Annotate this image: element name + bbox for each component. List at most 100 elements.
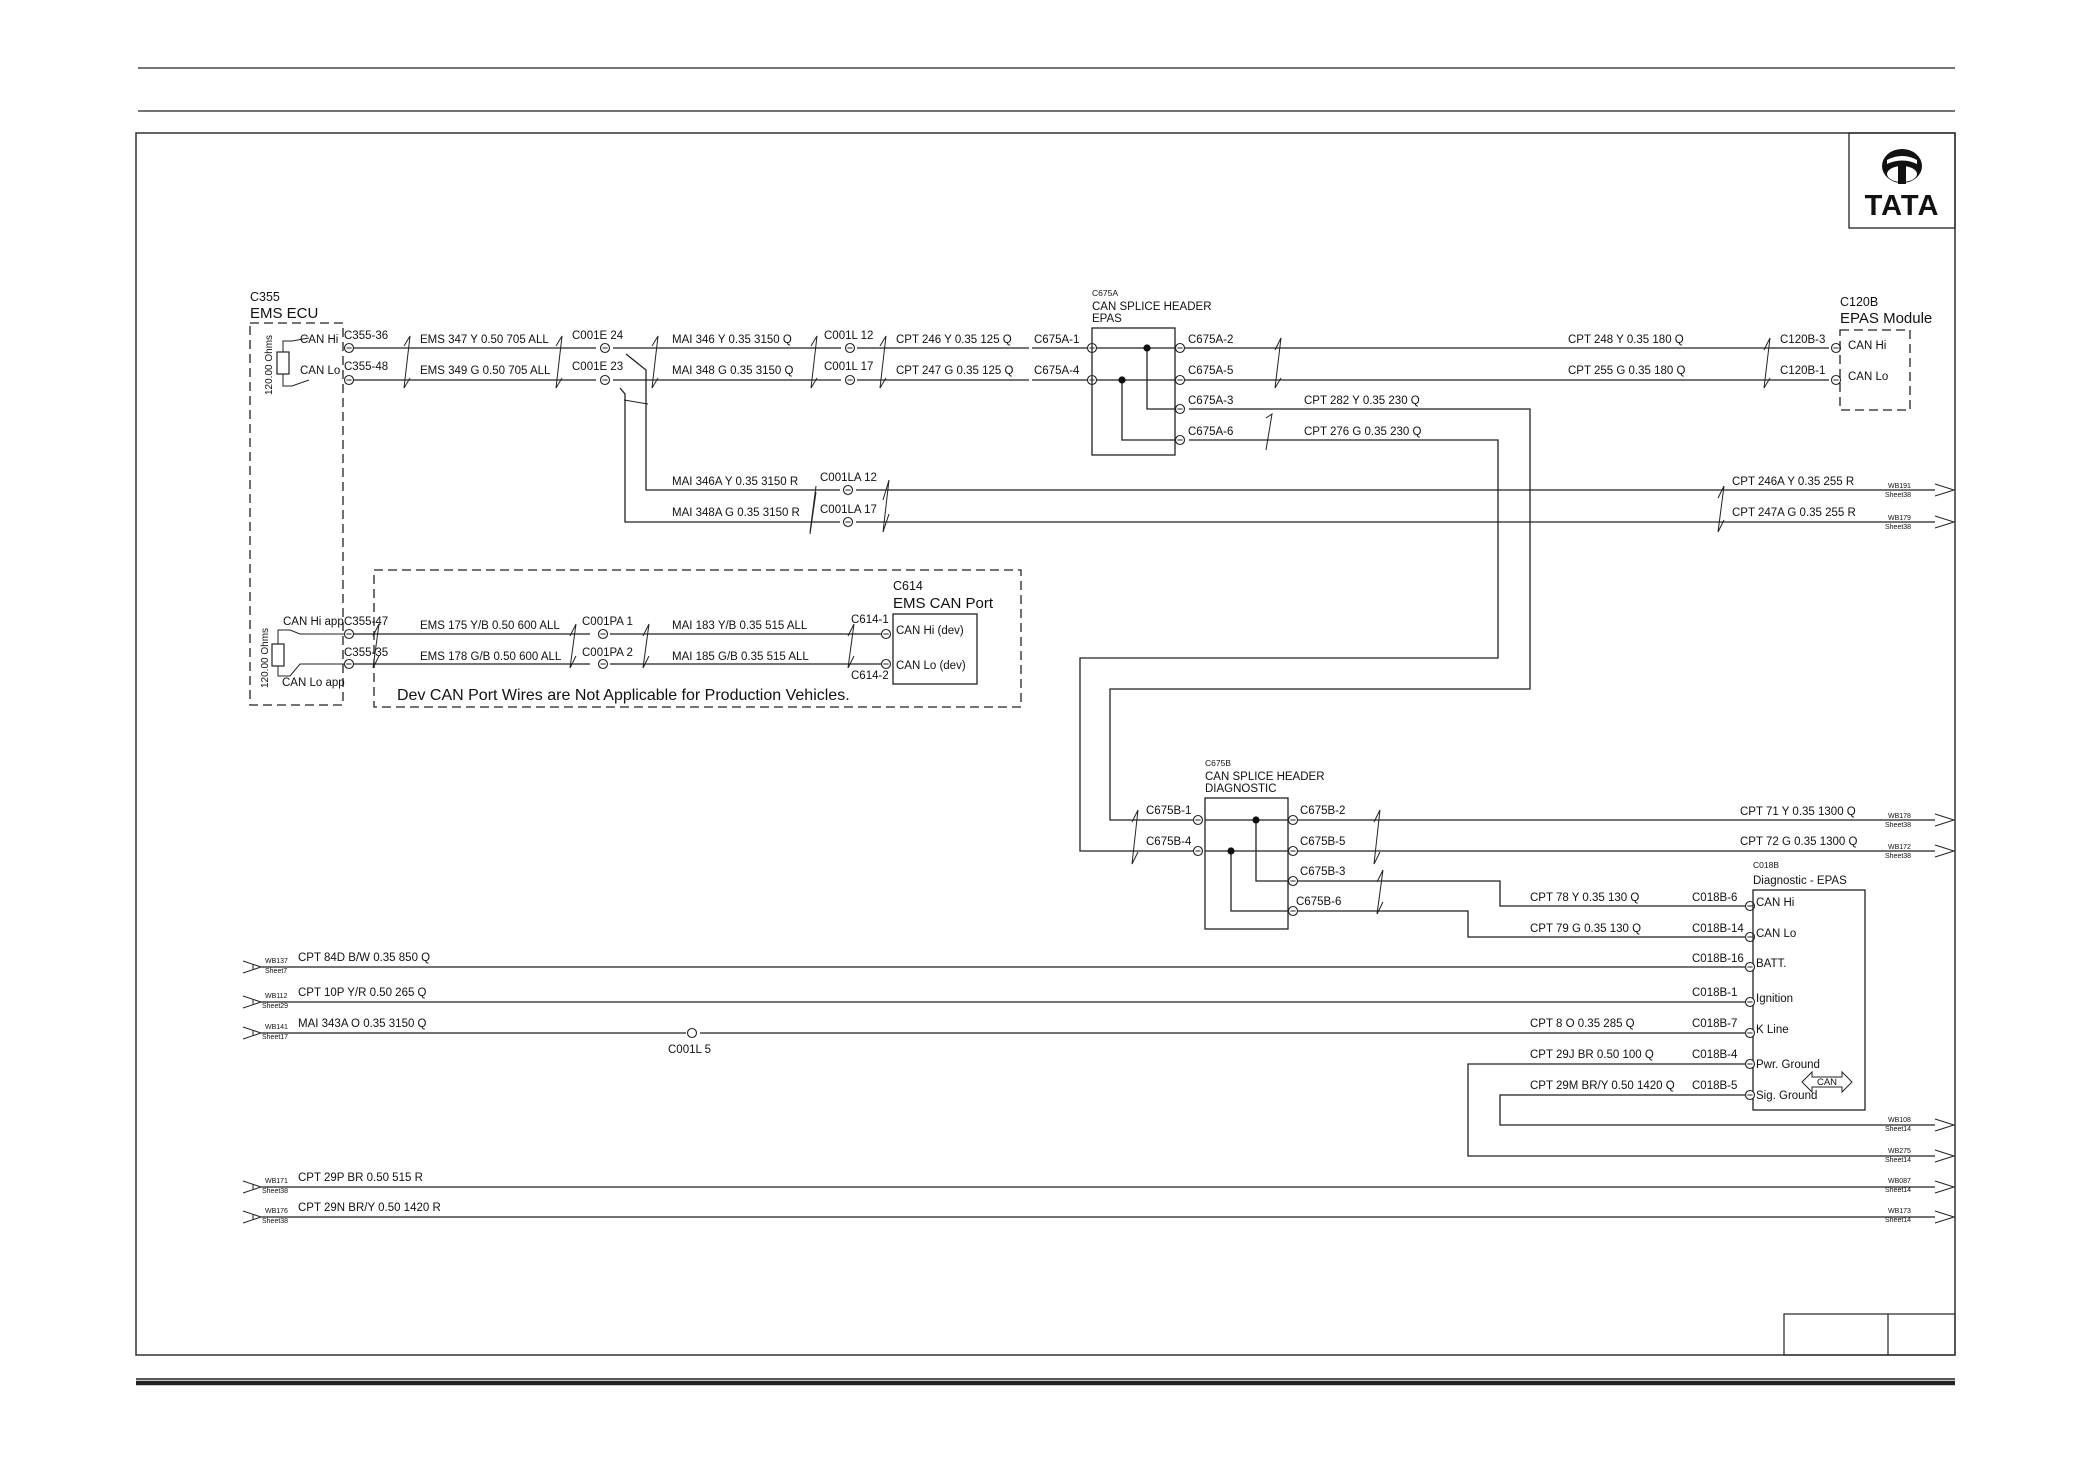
- wire-29m: CPT 29M BR/Y 0.50 1420 Q: [1530, 1080, 1675, 1092]
- diag-id: C018B: [1753, 860, 1779, 870]
- ems-can-port-id: C614: [893, 579, 923, 593]
- offpage-refs-upper: WB191 Sheet38 WB179 Sheet38: [1885, 483, 1956, 531]
- wire-29n: CPT 29N BR/Y 0.50 1420 R: [298, 1202, 441, 1214]
- wire-276: CPT 276 G 0.35 230 Q: [1304, 426, 1421, 438]
- pin-can-hi: CAN Hi: [300, 334, 338, 346]
- splice-a-id: C675A: [1092, 288, 1118, 298]
- term-c614-1: C614-1: [851, 614, 889, 626]
- wire-347: EMS 347 Y 0.50 705 ALL: [420, 334, 549, 346]
- ref-wb112-sheet: Sheet29: [262, 1003, 288, 1010]
- pin-c675b-1: C675B-1: [1146, 805, 1191, 817]
- ref-wb172-code: WB172: [1888, 844, 1911, 851]
- term-c018b-7: C018B-7: [1692, 1018, 1737, 1030]
- ref-wb171-code: WB171: [265, 1178, 288, 1185]
- wire-84d: CPT 84D B/W 0.35 850 Q: [298, 952, 430, 964]
- tata-logo: TATA: [1848, 132, 1956, 229]
- diag-pin-pwr-ground: Pwr. Ground: [1756, 1059, 1820, 1071]
- wire-185: MAI 185 G/B 0.35 515 ALL: [672, 651, 809, 663]
- term-c018b-16: C018B-16: [1692, 953, 1744, 965]
- wire-349: EMS 349 G 0.50 705 ALL: [420, 365, 551, 377]
- diag-pin-can-lo: CAN Lo: [1756, 928, 1796, 940]
- wire-246a: CPT 246A Y 0.35 255 R: [1732, 476, 1854, 488]
- diagnostic-connector: C018B Diagnostic - EPAS CAN Hi CAN Lo BA…: [1692, 860, 1866, 1111]
- wire-78: CPT 78 Y 0.35 130 Q: [1530, 892, 1639, 904]
- ref-wb173-sheet: Sheet14: [1885, 1217, 1911, 1224]
- wire-246: CPT 246 Y 0.35 125 Q: [896, 334, 1012, 346]
- ref-wb087-sheet: Sheet14: [1885, 1187, 1911, 1194]
- ems-can-port-hi: CAN Hi (dev): [896, 625, 964, 637]
- conn-c001l-12: C001L 12: [824, 330, 873, 342]
- ref-wb141-code: WB141: [265, 1024, 288, 1031]
- ref-wb179-sheet: Sheet38: [1885, 524, 1911, 531]
- ems-can-port-lo: CAN Lo (dev): [896, 660, 966, 672]
- diag-pin-can-hi: CAN Hi: [1756, 897, 1794, 909]
- pin-c675b-4: C675B-4: [1146, 836, 1192, 848]
- ems-can-port-name: EMS CAN Port: [893, 595, 994, 612]
- ref-wb191-sheet: Sheet38: [1885, 492, 1911, 499]
- pin-can-hi-app: CAN Hi app: [283, 616, 344, 628]
- ref-wb275-code: WB275: [1888, 1148, 1911, 1155]
- conn-c001la-12: C001LA 12: [820, 472, 877, 484]
- pin-c675b-3: C675B-3: [1300, 866, 1345, 878]
- pin-c675b-6: C675B-6: [1296, 896, 1341, 908]
- lower-wires: CPT 84D B/W 0.35 850 Q CPT 10P Y/R 0.50 …: [242, 952, 1956, 1164]
- conn-c001la-17: C001LA 17: [820, 504, 877, 516]
- ref-wb176-code: WB176: [265, 1208, 288, 1215]
- pin-c675a-3: C675A-3: [1188, 395, 1233, 407]
- splice-b-title: CAN SPLICE HEADER: [1205, 771, 1325, 783]
- epas-can-lo: CAN Lo: [1848, 371, 1888, 383]
- term-c614-2: C614-2: [851, 670, 889, 682]
- ems-ecu-id: C355: [250, 290, 280, 304]
- splice-a-sub: EPAS: [1092, 313, 1122, 325]
- ref-wb173-code: WB173: [1888, 1208, 1911, 1215]
- ref-wb179-code: WB179: [1888, 515, 1911, 522]
- epas-can-hi: CAN Hi: [1848, 340, 1886, 352]
- wire-71: CPT 71 Y 0.35 1300 Q: [1740, 806, 1856, 818]
- diag-name: Diagnostic - EPAS: [1753, 875, 1847, 887]
- splice-header-epas: C675A CAN SPLICE HEADER EPAS C675A-1 C67…: [1034, 288, 1233, 456]
- epas-id: C120B: [1840, 295, 1878, 309]
- pin-c675a-6: C675A-6: [1188, 426, 1233, 438]
- conn-c001pa-1: C001PA 1: [582, 616, 633, 628]
- resistor-bottom-label: 120.00 Ohms: [260, 628, 271, 688]
- ref-wb108-code: WB108: [1888, 1117, 1911, 1124]
- term-c120b-1: C120B-1: [1780, 365, 1825, 377]
- conn-c001pa-2: C001PA 2: [582, 647, 633, 659]
- ref-wb191-code: WB191: [1888, 483, 1911, 490]
- can-main-wires: [349, 335, 1935, 852]
- pin-c675a-4: C675A-4: [1034, 365, 1080, 377]
- wire-346a: MAI 346A Y 0.35 3150 R: [672, 476, 798, 488]
- ref-wb171-sheet: Sheet38: [262, 1188, 288, 1195]
- wire-248: CPT 248 Y 0.35 180 Q: [1568, 334, 1684, 346]
- term-c120b-3: C120B-3: [1780, 334, 1825, 346]
- ems-ecu-module: C355 EMS ECU 120.00 Ohms CAN Hi CAN Lo 1…: [249, 290, 345, 706]
- diag-pin-kline: K Line: [1756, 1024, 1789, 1036]
- term-c018b-4: C018B-4: [1692, 1049, 1738, 1061]
- diag-pin-sig-ground: Sig. Ground: [1756, 1090, 1817, 1102]
- conn-c001e-24: C001E 24: [572, 330, 624, 342]
- pin-c675a-1: C675A-1: [1034, 334, 1079, 346]
- diagnostic-wires: CPT 71 Y 0.35 1300 Q CPT 72 G 0.35 1300 …: [1131, 806, 1956, 943]
- ref-wb137-code: WB137: [265, 958, 288, 965]
- term-c018b-5: C018B-5: [1692, 1080, 1737, 1092]
- wire-29j: CPT 29J BR 0.50 100 Q: [1530, 1049, 1654, 1061]
- wire-178: EMS 178 G/B 0.50 600 ALL: [420, 651, 562, 663]
- ref-wb137-sheet: Sheet7: [265, 968, 287, 975]
- wire-348: MAI 348 G 0.35 3150 Q: [672, 365, 794, 377]
- pin-c675b-2: C675B-2: [1300, 805, 1345, 817]
- wire-348a: MAI 348A G 0.35 3150 R: [672, 507, 800, 519]
- term-c355-35: C355-35: [344, 647, 388, 659]
- page-frame: [135, 67, 1956, 1386]
- dev-port-note: Dev CAN Port Wires are Not Applicable fo…: [397, 687, 850, 704]
- wire-175: EMS 175 Y/B 0.50 600 ALL: [420, 620, 560, 632]
- resistor-top-label: 120.00 Ohms: [264, 335, 275, 395]
- epas-module: C120B EPAS Module CAN Hi CAN Lo C120B-3 …: [1780, 295, 1932, 411]
- wire-183: MAI 183 Y/B 0.35 515 ALL: [672, 620, 808, 632]
- wire-8: CPT 8 O 0.35 285 Q: [1530, 1018, 1635, 1030]
- wire-79: CPT 79 G 0.35 130 Q: [1530, 923, 1641, 935]
- term-c355-47: C355-47: [344, 616, 388, 628]
- wire-343a: MAI 343A O 0.35 3150 Q: [298, 1018, 427, 1030]
- through-wires: CPT 29P BR 0.50 515 R CPT 29N BR/Y 0.50 …: [242, 1172, 1956, 1225]
- pin-c675b-5: C675B-5: [1300, 836, 1345, 848]
